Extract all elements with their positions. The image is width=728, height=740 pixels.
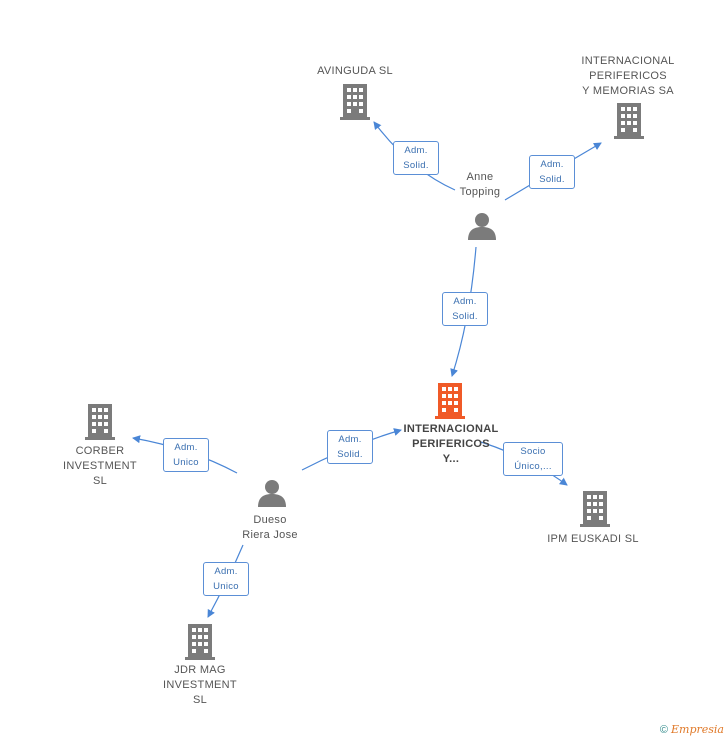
edge-label-dueso-jdr-line-2: Unico <box>213 581 239 592</box>
edge-label-dueso-jdr: Adm. Unico <box>203 562 249 596</box>
anne-label[interactable]: Anne Topping <box>440 170 520 200</box>
edge-label-dueso-center: Adm. Solid. <box>327 430 373 464</box>
corber-label[interactable]: CORBER INVESTMENT SL <box>55 444 145 489</box>
jdr-line-2[interactable]: INVESTMENT <box>163 679 237 691</box>
jdr-building-icon[interactable] <box>185 624 215 660</box>
corber-building-icon[interactable] <box>85 404 115 440</box>
avinguda-label[interactable]: AVINGUDA SL <box>305 64 405 79</box>
dueso-line-1[interactable]: Dueso <box>253 514 287 526</box>
copyright-icon: © <box>659 724 668 736</box>
edge-label-anne-center-line-2: Solid. <box>452 311 478 322</box>
edge-label-anne-internacional-sa-line-2: Solid. <box>539 174 565 185</box>
edge-label-anne-avinguda-line-1: Adm. <box>404 145 428 156</box>
edge-label-anne-avinguda: Adm. Solid. <box>393 141 439 175</box>
center-label[interactable]: INTERNACIONAL PERIFERICOS Y... <box>395 422 507 467</box>
edge-label-center-ipm: Socio Único,... <box>503 442 563 476</box>
corber-line-1[interactable]: CORBER <box>75 445 125 457</box>
dueso-label[interactable]: Dueso Riera Jose <box>225 513 315 543</box>
ipm-label[interactable]: IPM EUSKADI SL <box>537 532 649 547</box>
internacional-sa-line-1[interactable]: INTERNACIONAL <box>581 55 675 67</box>
corber-line-3[interactable]: SL <box>92 475 108 487</box>
anne-line-1[interactable]: Anne <box>466 171 494 183</box>
ipm-building-icon[interactable] <box>580 491 610 527</box>
dueso-line-2[interactable]: Riera Jose <box>242 529 298 541</box>
internacional-sa-label[interactable]: INTERNACIONAL PERIFERICOS Y MEMORIAS SA <box>572 54 684 99</box>
edge-label-dueso-corber: Adm. Unico <box>163 438 209 472</box>
avinguda-building-icon[interactable] <box>340 84 370 120</box>
jdr-line-1[interactable]: JDR MAG <box>174 664 226 676</box>
jdr-line-3[interactable]: SL <box>192 694 208 706</box>
edge-label-dueso-center-line-2: Solid. <box>337 449 363 460</box>
edge-label-anne-avinguda-line-2: Solid. <box>403 160 429 171</box>
jdr-label[interactable]: JDR MAG INVESTMENT SL <box>155 663 245 708</box>
edge-label-dueso-center-line-1: Adm. <box>338 434 362 445</box>
internacional-sa-building-icon[interactable] <box>614 103 644 139</box>
edge-label-dueso-corber-line-2: Unico <box>173 457 199 468</box>
edge-label-anne-center: Adm. Solid. <box>442 292 488 326</box>
dueso-person-icon[interactable] <box>258 480 286 507</box>
center-line-2[interactable]: PERIFERICOS <box>412 438 490 450</box>
edge-label-anne-internacional-sa-line-1: Adm. <box>540 159 564 170</box>
corber-line-2[interactable]: INVESTMENT <box>63 460 137 472</box>
edge-label-dueso-corber-line-1: Adm. <box>174 442 198 453</box>
anne-line-2[interactable]: Topping <box>459 186 501 198</box>
edge-label-anne-internacional-sa: Adm. Solid. <box>529 155 575 189</box>
internacional-sa-line-2[interactable]: PERIFERICOS <box>589 70 667 82</box>
avinguda-name[interactable]: AVINGUDA SL <box>317 65 393 77</box>
internacional-sa-line-3[interactable]: Y MEMORIAS SA <box>582 85 674 97</box>
ipm-name[interactable]: IPM EUSKADI SL <box>547 533 639 545</box>
center-building-icon[interactable] <box>435 383 465 419</box>
anne-person-icon[interactable] <box>468 213 496 240</box>
edge-label-dueso-jdr-line-1: Adm. <box>214 566 238 577</box>
edge-label-anne-center-line-1: Adm. <box>453 296 477 307</box>
edge-label-center-ipm-line-1: Socio <box>520 446 546 457</box>
footer-credit[interactable]: © Empresia <box>660 723 724 736</box>
center-line-3[interactable]: Y... <box>442 453 460 465</box>
brand-logo[interactable]: Empresia <box>671 723 724 736</box>
center-line-1[interactable]: INTERNACIONAL <box>403 423 499 435</box>
edge-label-center-ipm-line-2: Único,... <box>514 461 552 472</box>
